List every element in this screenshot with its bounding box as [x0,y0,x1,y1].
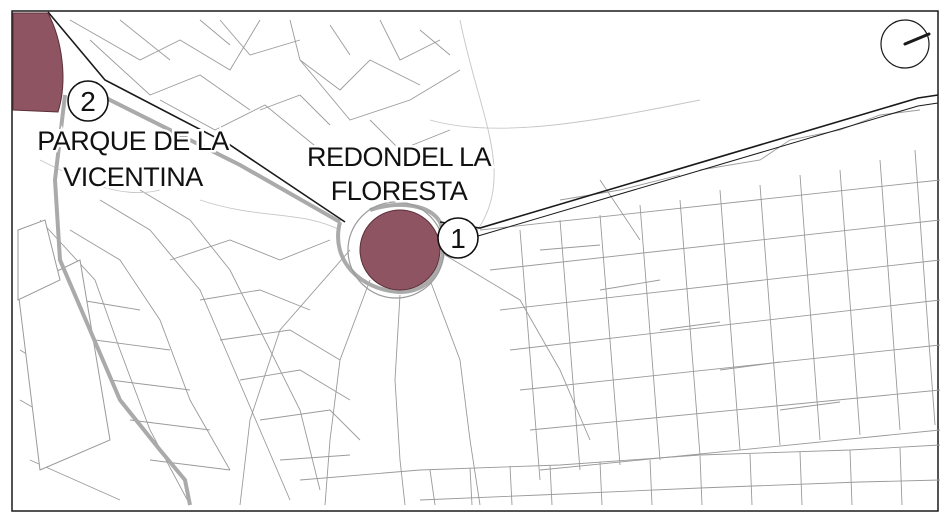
marker-1[interactable]: 1 [437,217,479,259]
field-block [17,219,61,301]
sports-field [17,259,111,471]
redondel-highlight[interactable] [359,209,441,291]
map-border [11,10,939,512]
marker-2[interactable]: 2 [67,80,109,122]
street-network [19,19,941,506]
label-parque: PARQUE DE LA VICENTINA [35,124,233,195]
label-redondel-line1: REDONDEL LA [307,142,492,172]
label-parque-line1: PARQUE DE LA [37,126,229,156]
route-line-west [52,94,192,506]
marker-1-circle [437,217,479,259]
label-parque-line2: VICENTINA [63,162,203,192]
label-redondel-line2: FLORESTA [331,176,468,206]
label-redondel: REDONDEL LA FLORESTA [304,140,494,209]
main-road [47,11,346,223]
main-road-east-inner [477,102,939,237]
marker-1-number: 1 [450,223,466,254]
parque-highlight[interactable] [12,12,64,113]
compass-needle-icon [880,19,931,69]
marker-2-number: 2 [80,86,96,117]
marker-2-circle [67,80,109,122]
